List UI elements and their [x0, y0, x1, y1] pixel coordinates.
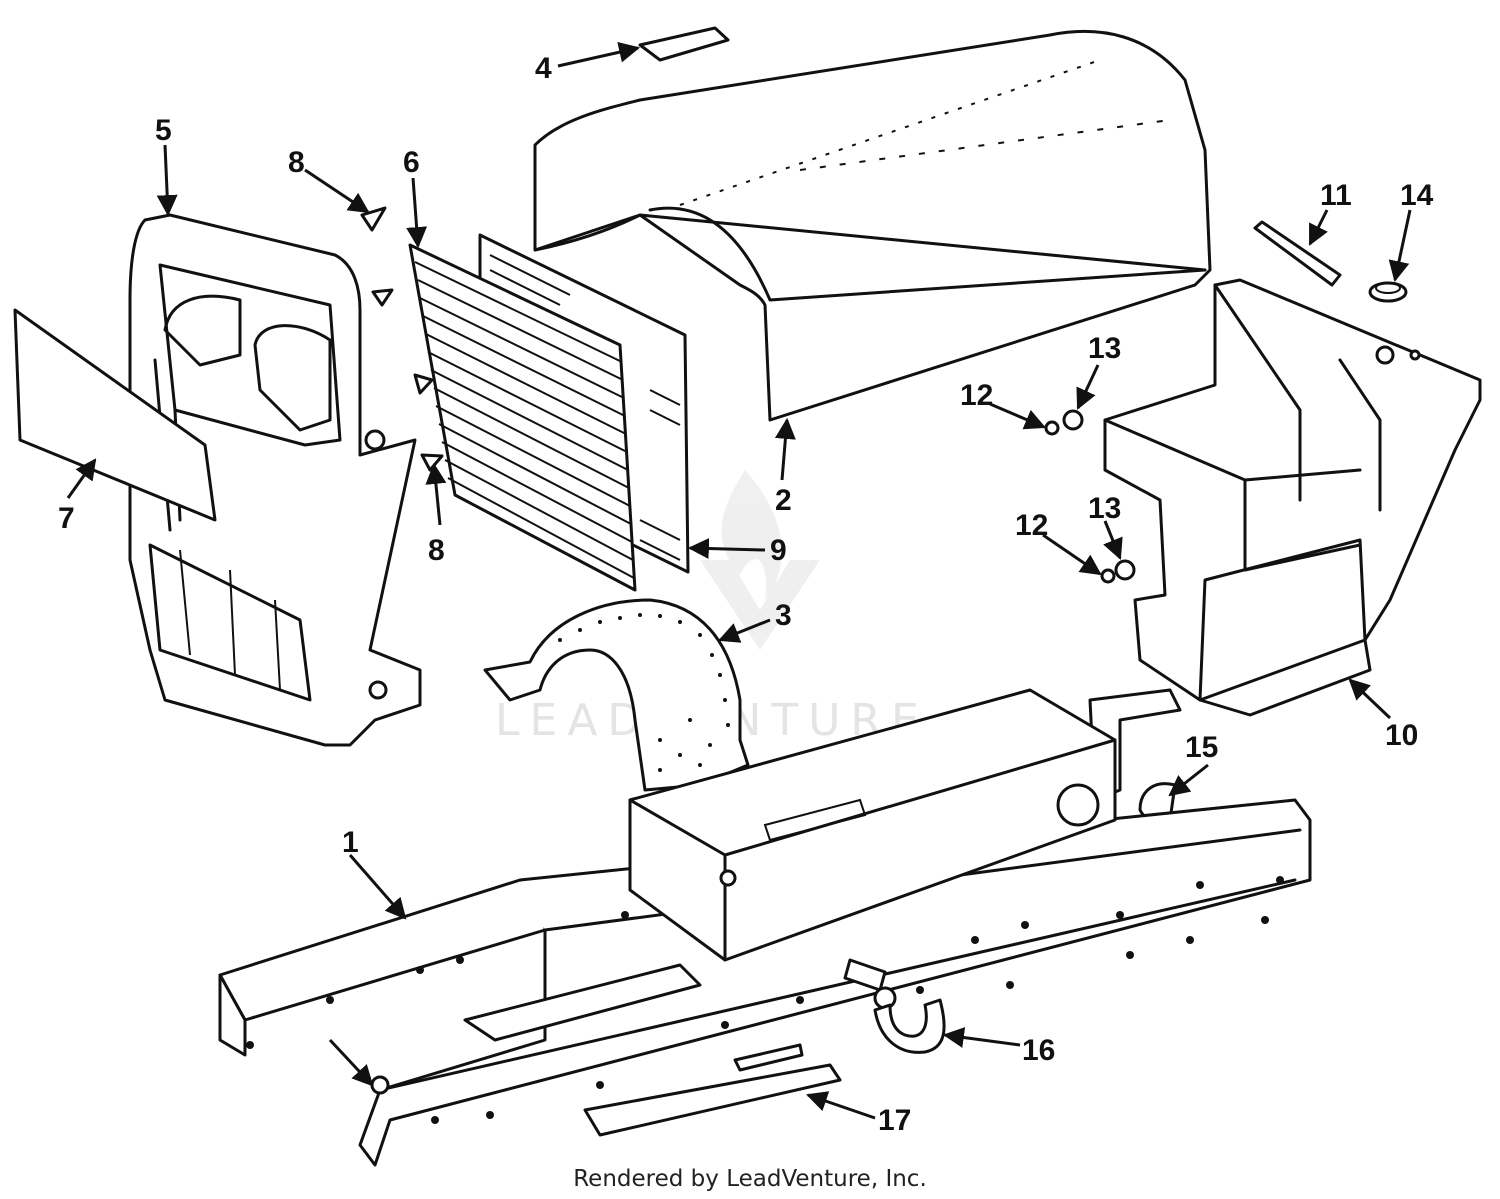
heat-shield-part — [483, 598, 750, 792]
frame-part — [218, 688, 1312, 1167]
callout-5: 5 — [155, 114, 172, 147]
callout-10: 10 — [1385, 719, 1418, 752]
callout-14: 14 — [1400, 179, 1434, 212]
leader-arrows — [66, 41, 1412, 1120]
grille-part — [408, 243, 637, 592]
callout-11: 11 — [1320, 179, 1352, 212]
callout-1: 1 — [342, 826, 359, 859]
callout-17: 17 — [878, 1104, 911, 1137]
callout-12-top: 12 — [960, 379, 993, 412]
callout-8-top: 8 — [288, 146, 305, 179]
bumper-part — [638, 26, 730, 62]
screen-panel-part — [13, 308, 217, 522]
watermark-logo — [700, 470, 820, 650]
callout-6: 6 — [403, 146, 420, 179]
footer-credit: Rendered by LeadVenture, Inc. — [573, 1166, 927, 1192]
callout-13-bottom: 13 — [1088, 492, 1121, 525]
clip-parts — [360, 206, 444, 472]
callout-7: 7 — [58, 502, 75, 535]
callout-2: 2 — [775, 484, 792, 517]
callout-16: 16 — [1022, 1034, 1055, 1067]
trim-strip-part — [1253, 220, 1342, 287]
grommet-part — [1368, 281, 1408, 303]
callout-labels: 1 2 3 4 5 6 7 8 8 9 10 11 12 12 13 13 14… — [58, 52, 1434, 1137]
callout-15: 15 — [1185, 731, 1218, 764]
callout-8-bottom: 8 — [428, 534, 445, 567]
callout-13-top: 13 — [1088, 332, 1121, 365]
callout-4: 4 — [535, 52, 552, 85]
console-support-part — [1103, 278, 1482, 717]
callout-9: 9 — [770, 534, 787, 567]
bushing-parts — [1044, 409, 1136, 584]
hood-part — [533, 29, 1212, 422]
callout-3: 3 — [775, 599, 792, 632]
callout-12-bottom: 12 — [1015, 509, 1048, 542]
